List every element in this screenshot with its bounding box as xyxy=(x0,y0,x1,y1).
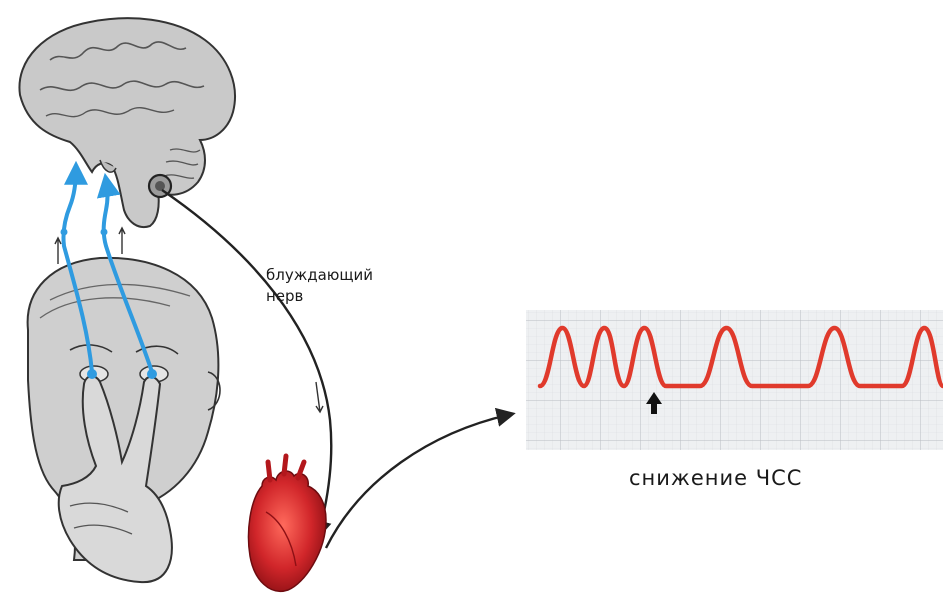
vagus-nerve-label-line2: нерв xyxy=(266,286,373,307)
heart-icon xyxy=(249,456,327,591)
ecg-trace-icon xyxy=(526,310,943,450)
vagus-nerve-label: блуждающий нерв xyxy=(266,265,373,307)
head-with-fingers-icon xyxy=(28,258,220,582)
heart-rate-label: снижение ЧСС xyxy=(629,466,802,490)
brain-icon xyxy=(19,18,235,227)
vagus-nerve-label-line1: блуждающий xyxy=(266,265,373,286)
heart-to-ecg-arrow xyxy=(326,414,512,548)
